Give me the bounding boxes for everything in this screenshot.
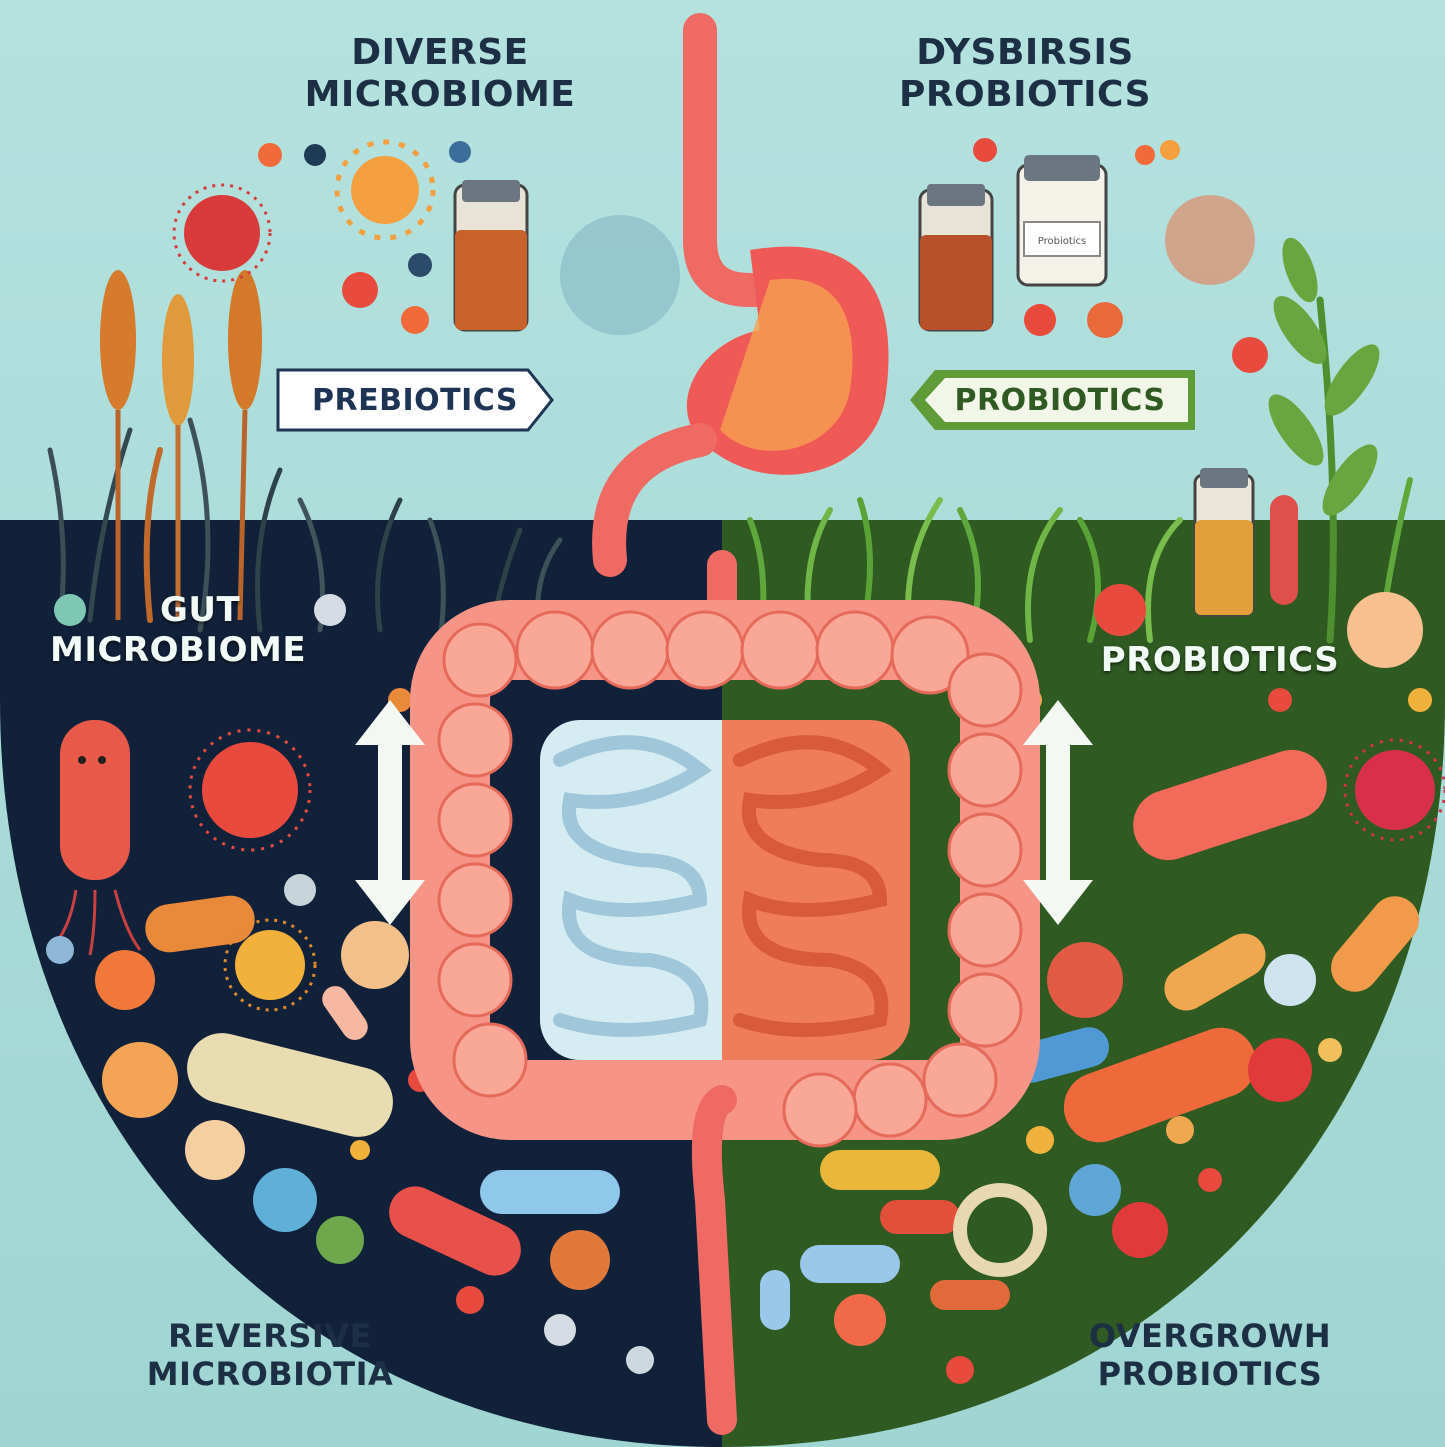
prebiotics-pill: PREBIOTICS [290, 369, 540, 431]
top-left-decorations [172, 139, 680, 335]
rectum [691, 1085, 737, 1435]
left-double-arrow [355, 700, 425, 925]
wheat-stalks [100, 270, 262, 621]
prebiotics-badge [276, 368, 554, 432]
label-dysbiosis-line2: PROBIOTICS [898, 74, 1152, 116]
right-double-arrow [1023, 700, 1093, 925]
right-microbes [760, 584, 1445, 1384]
label-gut-line1: GUT [160, 590, 241, 630]
virus-icon [184, 195, 260, 271]
probiotics-pill: PROBIOTICS [925, 369, 1195, 431]
left-microbes [46, 594, 654, 1374]
label-dysbiosis-line1: DYSBIRSIS [916, 32, 1134, 73]
prebiotics-pill-text: PREBIOTICS [312, 382, 518, 418]
label-reversive-line2: MICROBIOTIA [146, 1354, 394, 1393]
virus-particle [202, 742, 298, 838]
label-overgrowth-line2: PROBIOTICS [1097, 1354, 1323, 1393]
flower-burst [1165, 195, 1255, 285]
label-diverse-line1: DIVERSE [351, 32, 529, 73]
jar-label: Probiotics [1038, 236, 1087, 247]
smiling-bacterium [60, 720, 130, 880]
probiotics-badge [910, 370, 1195, 430]
label-probiotics-right: PROBIOTICS [1075, 640, 1365, 680]
leafy-plant [1268, 237, 1380, 516]
label-diverse-microbiome: DIVERSE MICROBIOME [270, 32, 610, 117]
label-probiotics-right-text: PROBIOTICS [1100, 640, 1340, 680]
sun-icon [351, 156, 419, 224]
label-overgrowth-probiotics: OVERGROWH PROBIOTICS [1060, 1317, 1360, 1394]
probiotics-pill-text: PROBIOTICS [954, 382, 1166, 418]
label-overgrowth-line1: OVERGROWH [1088, 1317, 1332, 1355]
label-gut-microbiome: GUT MICROBIOME [40, 590, 400, 670]
label-diverse-line2: MICROBIOME [304, 74, 576, 116]
label-gut-line2: MICROBIOME [50, 630, 307, 671]
label-dysbiosis-probiotics: DYSBIRSIS PROBIOTICS [860, 32, 1190, 117]
inflamed-small-intestine [722, 720, 910, 1060]
label-reversive-microbiotia: REVERSIVE MICROBIOTIA [120, 1317, 420, 1394]
label-reversive-line1: REVERSIVE [168, 1317, 372, 1355]
top-right-decorations: Probiotics [918, 138, 1298, 617]
crystal-cluster [560, 215, 680, 335]
healthy-small-intestine [540, 720, 722, 1060]
